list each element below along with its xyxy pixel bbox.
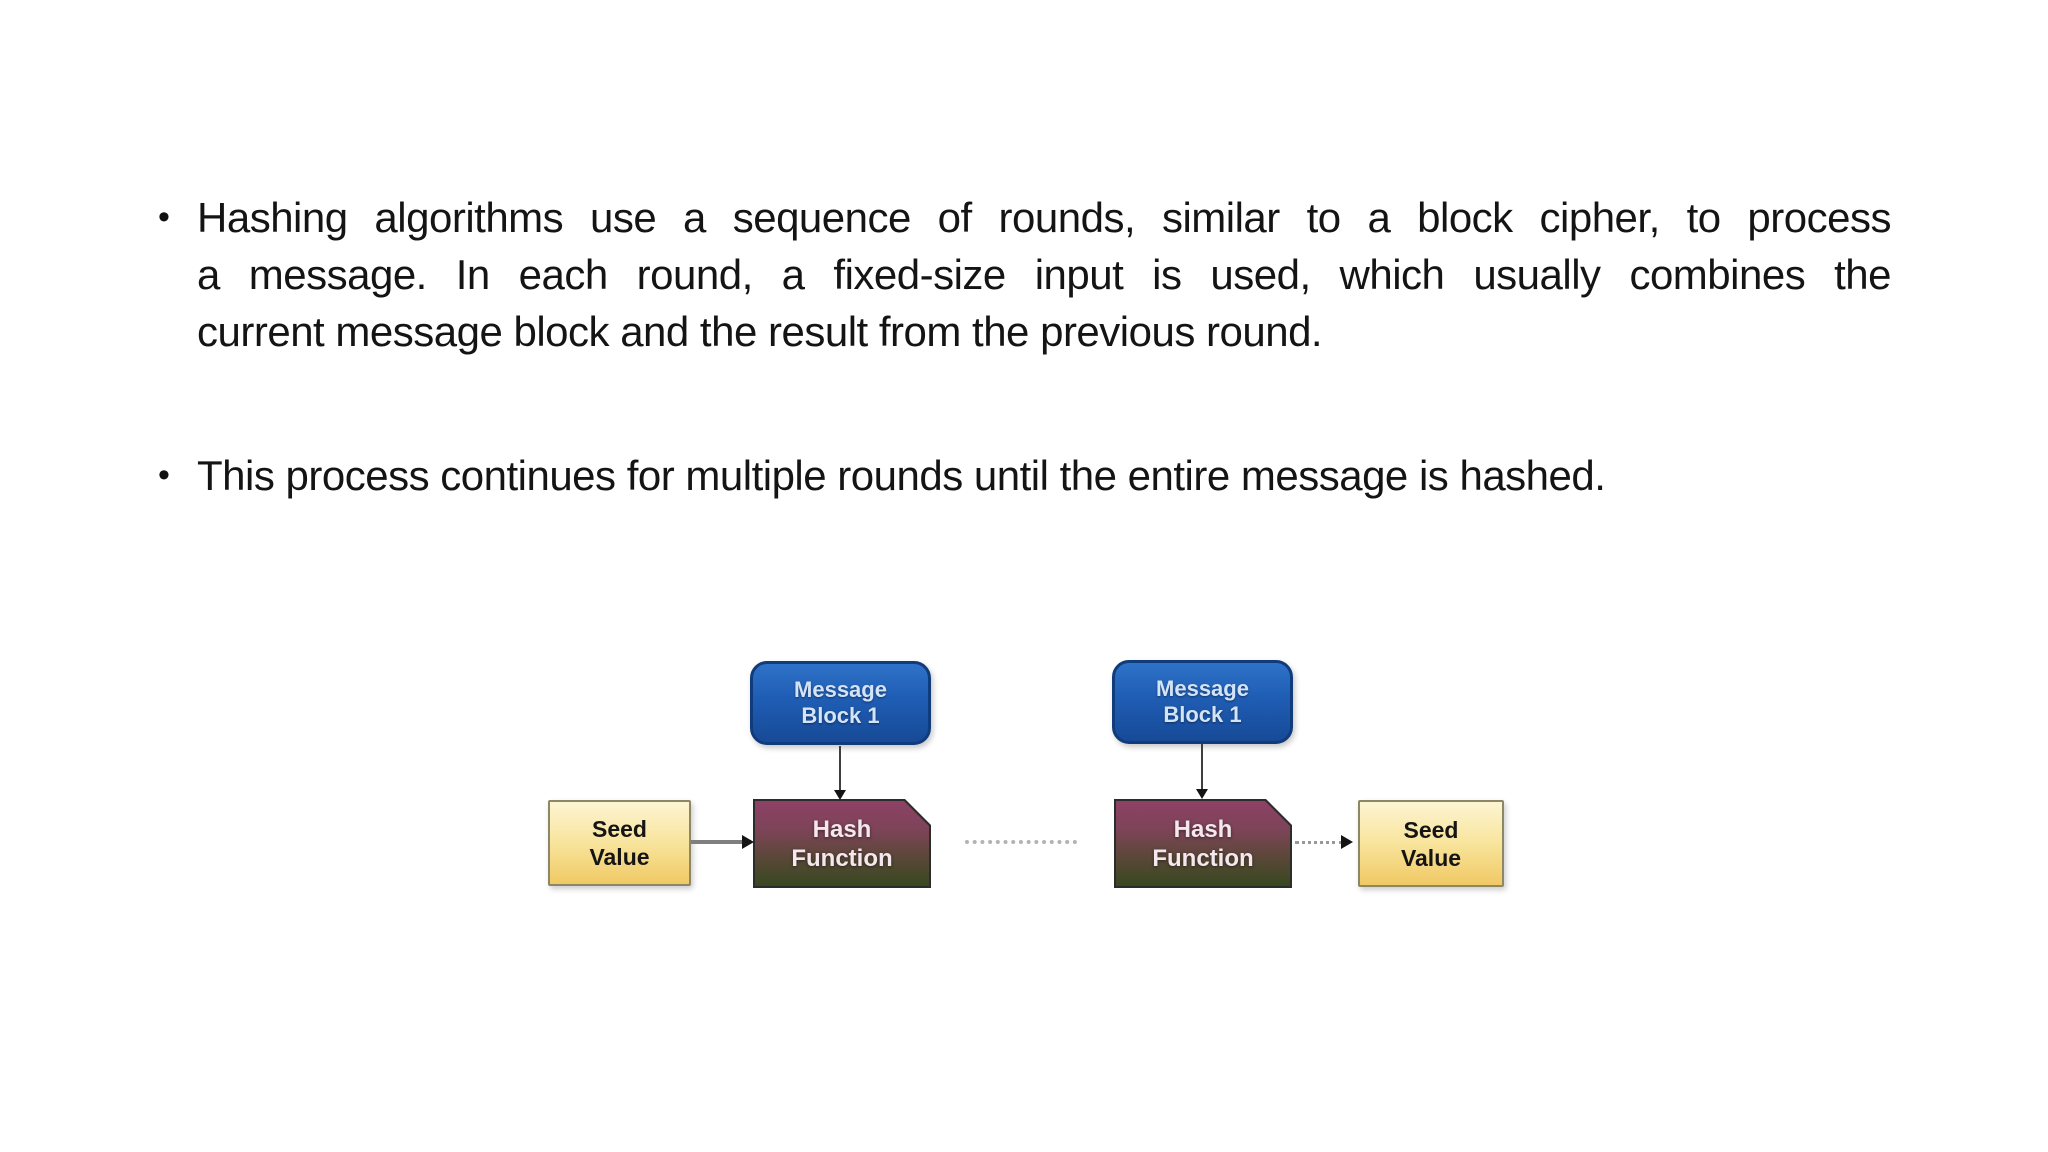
node-label: Message <box>794 677 887 702</box>
hash-function-node-body: Hash Function <box>1116 801 1290 886</box>
dotted-arrow-hash-to-seed <box>1295 841 1343 844</box>
bullet-text: This process continues for multiple roun… <box>197 447 1891 504</box>
seed-value-node-left: Seed Value <box>548 800 691 886</box>
node-label: Seed <box>1403 816 1459 843</box>
bullet-text: Hashing algorithms use a sequence of rou… <box>197 189 1892 360</box>
node-label: Message <box>1156 676 1249 701</box>
node-label: Hash <box>812 815 872 843</box>
bullet-line: Hashing algorithms use a sequence of rou… <box>197 194 1892 241</box>
node-label: Value <box>1400 844 1462 871</box>
arrow-seed-to-hash <box>691 840 745 844</box>
arrow-message-to-hash-right <box>1201 744 1203 790</box>
arrowhead-down-icon <box>834 790 846 800</box>
arrowhead-right-icon <box>742 835 754 849</box>
bullet-line: a message. In each round, a fixed-size i… <box>197 251 1892 298</box>
dotted-connector-hash-to-hash <box>965 840 1077 844</box>
bullet-item-process-continues: • This process continues for multiple ro… <box>158 447 1891 504</box>
node-label: Hash <box>1173 815 1233 843</box>
arrow-message-to-hash-left <box>839 746 841 791</box>
bullet-line: current message block and the result fro… <box>197 308 1323 355</box>
hash-function-node-left: Hash Function <box>753 799 931 888</box>
message-block-node-right: Message Block 1 <box>1112 660 1293 744</box>
node-label: Block 1 <box>801 703 880 728</box>
bullet-item-hashing-rounds: • Hashing algorithms use a sequence of r… <box>158 189 1892 360</box>
node-label: Function <box>1152 844 1254 872</box>
node-label: Function <box>791 844 893 872</box>
bullet-marker: • <box>158 456 170 494</box>
bullet-line: This process continues for multiple roun… <box>197 452 1606 499</box>
bullet-marker: • <box>158 198 170 236</box>
arrowhead-down-icon <box>1196 789 1208 799</box>
node-label: Value <box>589 844 650 870</box>
hash-function-node-body: Hash Function <box>755 801 929 886</box>
seed-value-node-right: Seed Value <box>1358 800 1504 887</box>
hash-function-node-right: Hash Function <box>1114 799 1292 888</box>
node-label: Block 1 <box>1163 702 1242 727</box>
arrowhead-right-icon <box>1341 835 1353 849</box>
node-label: Seed <box>592 816 647 842</box>
message-block-node-left: Message Block 1 <box>750 661 931 745</box>
